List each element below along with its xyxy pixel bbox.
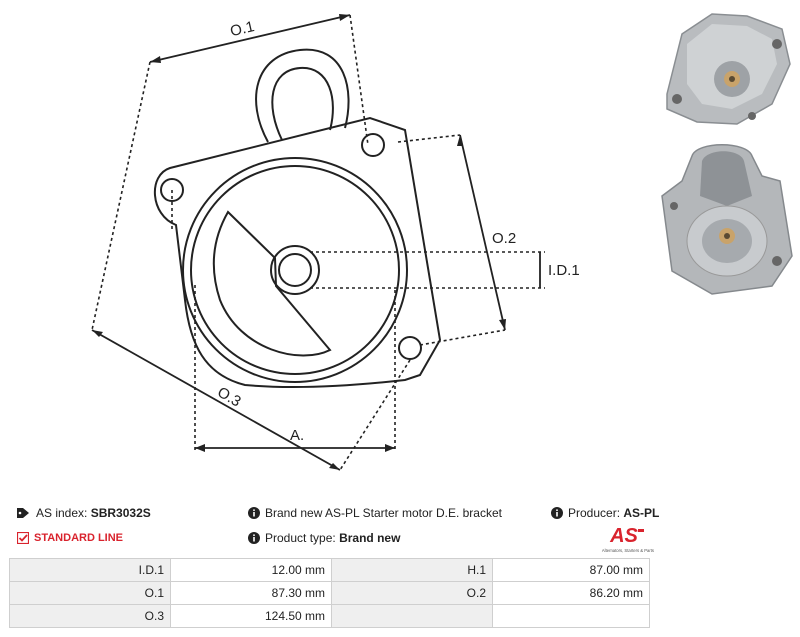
bracket-loop <box>255 48 350 143</box>
producer-label: Producer: <box>568 506 621 520</box>
as-index-row: AS index: SBR3032S <box>17 506 151 520</box>
as-index-label: AS index: <box>36 506 88 520</box>
product-type-value: Brand new <box>339 531 401 545</box>
spec-value: 86.20 mm <box>492 581 650 605</box>
drawing-area: O.1 O.2 I.D.1 O.3 A. <box>91 4 798 471</box>
housing-circle-outer <box>182 157 408 383</box>
product-type-label: Product type: <box>265 531 336 545</box>
spec-label: O.3 <box>9 604 171 628</box>
brand-logo: AS Alternators, Starters & Parts <box>602 525 654 553</box>
dim-label-o2: O.2 <box>492 230 516 247</box>
product-description: Brand new AS-PL Starter motor D.E. brack… <box>265 506 502 520</box>
spec-table: I.D.1 12.00 mm H.1 87.00 mm O.1 87.30 mm… <box>9 558 650 628</box>
tag-icon <box>17 508 29 518</box>
mount-hole-top-right <box>361 133 385 157</box>
product-photo-bottom <box>652 136 798 296</box>
dim-label-a: A. <box>290 427 304 444</box>
product-type-row: Product type: Brand new <box>248 531 400 545</box>
producer-value: AS-PL <box>623 506 660 520</box>
dim-label-id1: I.D.1 <box>548 262 580 279</box>
info-icon <box>248 507 260 519</box>
standard-line-label: STANDARD LINE <box>34 532 124 544</box>
table-row: O.1 87.30 mm O.2 86.20 mm <box>9 581 650 605</box>
sector-cutout <box>212 210 332 357</box>
info-icon <box>551 507 563 519</box>
info-icon <box>248 532 260 544</box>
product-photo-top <box>652 4 798 130</box>
checkbox-checked-icon <box>17 532 29 544</box>
center-bore-inner <box>278 253 312 287</box>
housing-circle-inner <box>190 165 400 375</box>
dim-label-o1: O.1 <box>229 18 256 40</box>
spec-value: 124.50 mm <box>170 604 332 628</box>
spec-value: 87.30 mm <box>170 581 332 605</box>
spec-value: 87.00 mm <box>492 558 650 582</box>
dim-label-o3: O.3 <box>214 384 243 411</box>
center-bore-outer <box>270 245 320 295</box>
brand-logo-text: AS <box>609 525 638 547</box>
spec-label: O.1 <box>9 581 171 605</box>
mount-hole-bottom-right <box>398 336 422 360</box>
producer-row: Producer: AS-PL <box>551 506 659 520</box>
description-row: Brand new AS-PL Starter motor D.E. brack… <box>248 506 502 520</box>
technical-drawing: O.1 O.2 I.D.1 O.3 A. <box>91 14 580 471</box>
spec-label <box>331 604 493 628</box>
brand-logo-tagline: Alternators, Starters & Parts <box>602 548 654 553</box>
spec-value: 12.00 mm <box>170 558 332 582</box>
as-index-value: SBR3032S <box>90 506 151 520</box>
table-row: O.3 124.50 mm <box>9 604 650 628</box>
spec-label: O.2 <box>331 581 493 605</box>
spec-value <box>492 604 650 628</box>
mount-hole-left <box>160 178 184 202</box>
standard-line-row: STANDARD LINE <box>17 531 123 545</box>
bracket-loop-inner <box>271 66 334 141</box>
table-row: I.D.1 12.00 mm H.1 87.00 mm <box>9 558 650 582</box>
bracket-outline <box>154 116 442 389</box>
spec-label: H.1 <box>331 558 493 582</box>
spec-label: I.D.1 <box>9 558 171 582</box>
